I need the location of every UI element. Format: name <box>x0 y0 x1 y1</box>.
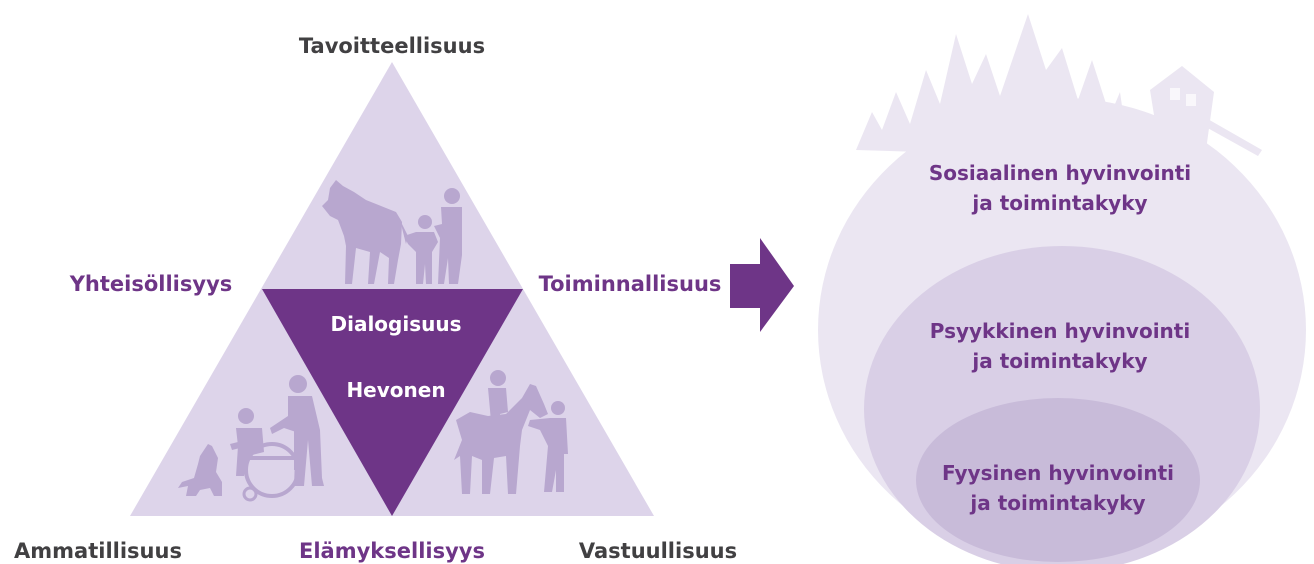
label-physical-line1: Fyysinen hyvinvointi <box>942 461 1174 485</box>
label-vastuullisuus: Vastuullisuus <box>579 539 737 563</box>
label-hevonen: Hevonen <box>346 378 445 402</box>
label-dialogisuus: Dialogisuus <box>330 312 461 336</box>
child-silhouette <box>404 215 438 284</box>
label-toiminnallisuus: Toiminnallisuus <box>539 272 722 296</box>
adult-silhouette <box>434 188 462 284</box>
inner-triangle <box>262 289 523 516</box>
rider-horse-silhouette <box>454 370 548 494</box>
house-windows <box>1170 88 1196 106</box>
label-psych-line1: Psyykkinen hyvinvointi <box>930 319 1190 343</box>
label-ammatillisuus: Ammatillisuus <box>14 539 182 563</box>
label-social-line1: Sosiaalinen hyvinvointi <box>929 161 1191 185</box>
label-tavoitteellisuus: Tavoitteellisuus <box>299 34 485 58</box>
label-elamyksellisyys: Elämyksellisyys <box>299 539 485 563</box>
dog-silhouette <box>178 444 222 496</box>
caregiver-silhouette <box>270 375 324 486</box>
label-social-line2: ja toimintakyky <box>971 191 1147 215</box>
label-psych-line2: ja toimintakyky <box>971 349 1147 373</box>
child-right-silhouette <box>528 401 568 492</box>
wellbeing-circles <box>818 14 1306 564</box>
inner-circle <box>916 398 1200 562</box>
arrow-right <box>730 238 794 332</box>
wheelchair-person-silhouette <box>230 408 264 476</box>
label-physical-line2: ja toimintakyky <box>969 491 1145 515</box>
label-yhteisollisyys: Yhteisöllisyys <box>69 272 233 296</box>
